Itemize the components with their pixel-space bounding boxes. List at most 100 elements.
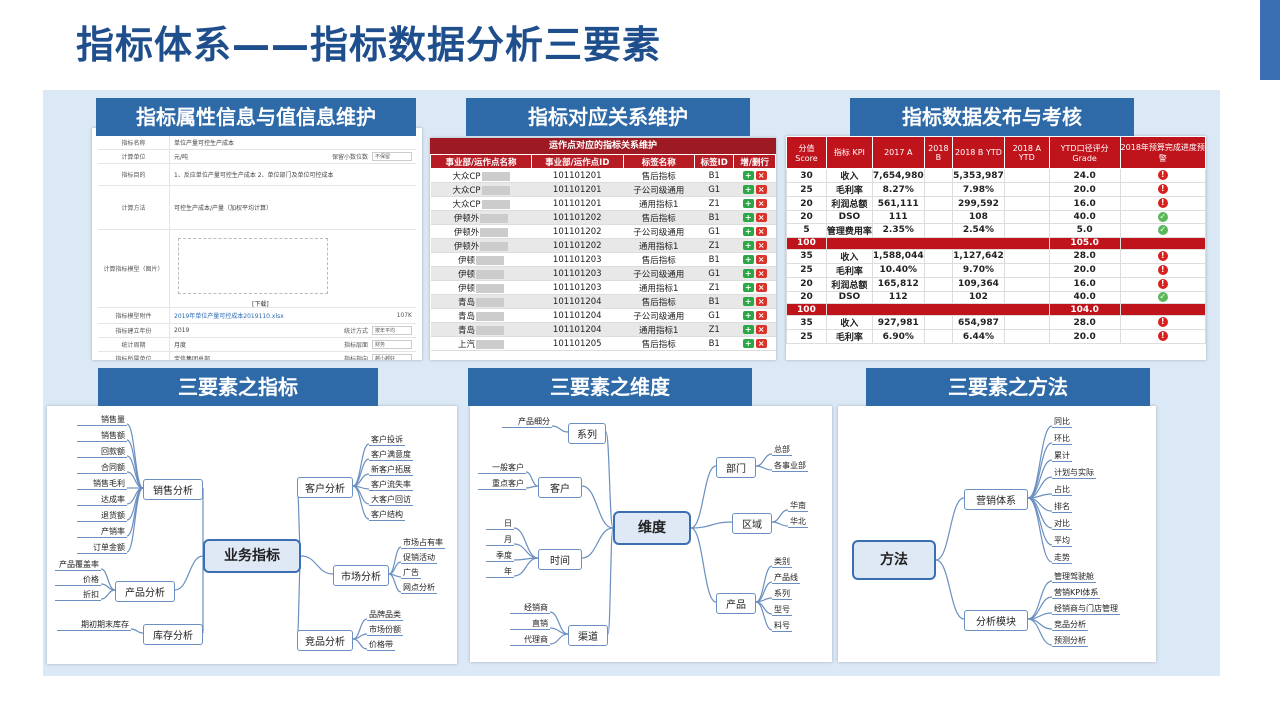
add-row-icon[interactable]: + bbox=[742, 198, 754, 208]
mindmap-leaf-node[interactable]: 产销率 bbox=[77, 526, 127, 538]
mindmap-leaf-node[interactable]: 市场占有率 bbox=[401, 538, 445, 549]
mindmap-leaf-node[interactable]: 系列 bbox=[772, 589, 792, 600]
mindmap-leaf-node[interactable]: 计划与实际 bbox=[1052, 468, 1096, 479]
delete-row-icon[interactable]: × bbox=[755, 170, 767, 180]
mindmap-center-node[interactable]: 业务指标 bbox=[203, 539, 301, 573]
delete-row-icon[interactable]: × bbox=[755, 310, 767, 320]
add-row-icon[interactable]: + bbox=[742, 240, 754, 250]
add-row-icon[interactable]: + bbox=[742, 324, 754, 334]
mindmap-branch-node[interactable]: 区域 bbox=[732, 513, 772, 534]
mindmap-leaf-node[interactable]: 排名 bbox=[1052, 502, 1072, 513]
delete-row-icon[interactable]: × bbox=[755, 268, 767, 278]
mindmap-leaf-node[interactable]: 总部 bbox=[772, 445, 792, 456]
delete-row-icon[interactable]: × bbox=[755, 212, 767, 222]
mindmap-leaf-node[interactable]: 价格 bbox=[55, 574, 101, 586]
mindmap-leaf-node[interactable]: 退货额 bbox=[77, 510, 127, 522]
mindmap-leaf-node[interactable]: 订单金额 bbox=[77, 542, 127, 554]
delete-row-icon[interactable]: × bbox=[755, 184, 767, 194]
mindmap-branch-node[interactable]: 产品 bbox=[716, 593, 756, 614]
mindmap-leaf-node[interactable]: 管理驾驶舱 bbox=[1052, 572, 1096, 583]
mindmap-leaf-node[interactable]: 产品线 bbox=[772, 573, 800, 584]
form-select[interactable]: 越小越好 bbox=[372, 354, 412, 360]
mindmap-branch-node[interactable]: 销售分析 bbox=[143, 479, 203, 500]
mindmap-leaf-node[interactable]: 平均 bbox=[1052, 536, 1072, 547]
add-row-icon[interactable]: + bbox=[742, 268, 754, 278]
add-row-icon[interactable]: + bbox=[742, 212, 754, 222]
mindmap-center-node[interactable]: 方法 bbox=[852, 540, 936, 580]
mindmap-leaf-node[interactable]: 代理商 bbox=[510, 634, 550, 646]
mindmap-center-node[interactable]: 维度 bbox=[613, 511, 691, 545]
mindmap-leaf-node[interactable]: 期初期末库存 bbox=[57, 619, 131, 631]
mindmap-leaf-node[interactable]: 走势 bbox=[1052, 553, 1072, 564]
mindmap-leaf-node[interactable]: 品牌品类 bbox=[367, 610, 403, 621]
download-link[interactable]: [下载] bbox=[252, 301, 269, 308]
form-value[interactable]: 2019年单位产量可控成本2019110.xlsx bbox=[174, 313, 284, 320]
mindmap-branch-node[interactable]: 客户分析 bbox=[297, 477, 353, 498]
mindmap-leaf-node[interactable]: 各事业部 bbox=[772, 461, 808, 472]
mindmap-leaf-node[interactable]: 回款额 bbox=[77, 446, 127, 458]
mindmap-branch-node[interactable]: 营销体系 bbox=[964, 489, 1028, 510]
mindmap-leaf-node[interactable]: 预测分析 bbox=[1052, 636, 1088, 647]
mindmap-leaf-node[interactable]: 对比 bbox=[1052, 519, 1072, 530]
mindmap-branch-node[interactable]: 分析模块 bbox=[964, 610, 1028, 631]
delete-row-icon[interactable]: × bbox=[755, 338, 767, 348]
mindmap-leaf-node[interactable]: 销售额 bbox=[77, 430, 127, 442]
mindmap-branch-node[interactable]: 产品分析 bbox=[115, 581, 175, 602]
mindmap-leaf-node[interactable]: 客户投诉 bbox=[369, 435, 405, 446]
mindmap-leaf-node[interactable]: 广告 bbox=[401, 568, 421, 579]
add-row-icon[interactable]: + bbox=[742, 310, 754, 320]
mindmap-leaf-node[interactable]: 重点客户 bbox=[478, 478, 526, 490]
mindmap-leaf-node[interactable]: 产品细分 bbox=[502, 416, 552, 428]
mindmap-leaf-node[interactable]: 客户流失率 bbox=[369, 480, 413, 491]
add-row-icon[interactable]: + bbox=[742, 170, 754, 180]
mindmap-leaf-node[interactable]: 华南 bbox=[788, 501, 808, 512]
mindmap-branch-node[interactable]: 时间 bbox=[538, 549, 582, 570]
mindmap-leaf-node[interactable]: 料号 bbox=[772, 621, 792, 632]
delete-row-icon[interactable]: × bbox=[755, 324, 767, 334]
add-row-icon[interactable]: + bbox=[742, 226, 754, 236]
add-row-icon[interactable]: + bbox=[742, 184, 754, 194]
mindmap-leaf-node[interactable]: 经销商 bbox=[510, 602, 550, 614]
mindmap-branch-node[interactable]: 部门 bbox=[716, 457, 756, 478]
mindmap-branch-node[interactable]: 渠道 bbox=[568, 625, 608, 646]
mindmap-leaf-node[interactable]: 类别 bbox=[772, 557, 792, 568]
add-row-icon[interactable]: + bbox=[742, 254, 754, 264]
mindmap-leaf-node[interactable]: 华北 bbox=[788, 517, 808, 528]
delete-row-icon[interactable]: × bbox=[755, 240, 767, 250]
delete-row-icon[interactable]: × bbox=[755, 282, 767, 292]
mindmap-leaf-node[interactable]: 营销KPI体系 bbox=[1052, 588, 1101, 599]
mindmap-branch-node[interactable]: 竞品分析 bbox=[297, 630, 353, 651]
delete-row-icon[interactable]: × bbox=[755, 198, 767, 208]
mindmap-leaf-node[interactable]: 季度 bbox=[486, 550, 514, 562]
mindmap-leaf-node[interactable]: 经销商与门店管理 bbox=[1052, 604, 1120, 615]
mindmap-leaf-node[interactable]: 客户满意度 bbox=[369, 450, 413, 461]
mindmap-branch-node[interactable]: 系列 bbox=[568, 423, 606, 444]
mindmap-leaf-node[interactable]: 环比 bbox=[1052, 434, 1072, 445]
delete-row-icon[interactable]: × bbox=[755, 296, 767, 306]
mindmap-leaf-node[interactable]: 直销 bbox=[510, 618, 550, 630]
mindmap-leaf-node[interactable]: 网点分析 bbox=[401, 583, 437, 594]
form-select[interactable]: 按年平均 bbox=[372, 326, 412, 335]
add-row-icon[interactable]: + bbox=[742, 338, 754, 348]
form-select[interactable]: 财务 bbox=[372, 340, 412, 349]
mindmap-leaf-node[interactable]: 一般客户 bbox=[478, 462, 526, 474]
delete-row-icon[interactable]: × bbox=[755, 254, 767, 264]
mindmap-leaf-node[interactable]: 产品覆盖率 bbox=[55, 559, 101, 571]
mindmap-leaf-node[interactable]: 新客户拓展 bbox=[369, 465, 413, 476]
mindmap-leaf-node[interactable]: 达成率 bbox=[77, 494, 127, 506]
mindmap-leaf-node[interactable]: 市场份额 bbox=[367, 625, 403, 636]
mindmap-leaf-node[interactable]: 竞品分析 bbox=[1052, 620, 1088, 631]
mindmap-leaf-node[interactable]: 日 bbox=[486, 518, 514, 530]
form-select[interactable]: 不保留 bbox=[372, 152, 412, 161]
delete-row-icon[interactable]: × bbox=[755, 226, 767, 236]
add-row-icon[interactable]: + bbox=[742, 282, 754, 292]
mindmap-leaf-node[interactable]: 促销活动 bbox=[401, 553, 437, 564]
mindmap-leaf-node[interactable]: 销售量 bbox=[77, 414, 127, 426]
mindmap-leaf-node[interactable]: 型号 bbox=[772, 605, 792, 616]
mindmap-leaf-node[interactable]: 累计 bbox=[1052, 451, 1072, 462]
mindmap-leaf-node[interactable]: 合同额 bbox=[77, 462, 127, 474]
mindmap-leaf-node[interactable]: 大客户回访 bbox=[369, 495, 413, 506]
mindmap-branch-node[interactable]: 市场分析 bbox=[333, 565, 389, 586]
mindmap-leaf-node[interactable]: 价格带 bbox=[367, 640, 395, 651]
mindmap-leaf-node[interactable]: 年 bbox=[486, 566, 514, 578]
